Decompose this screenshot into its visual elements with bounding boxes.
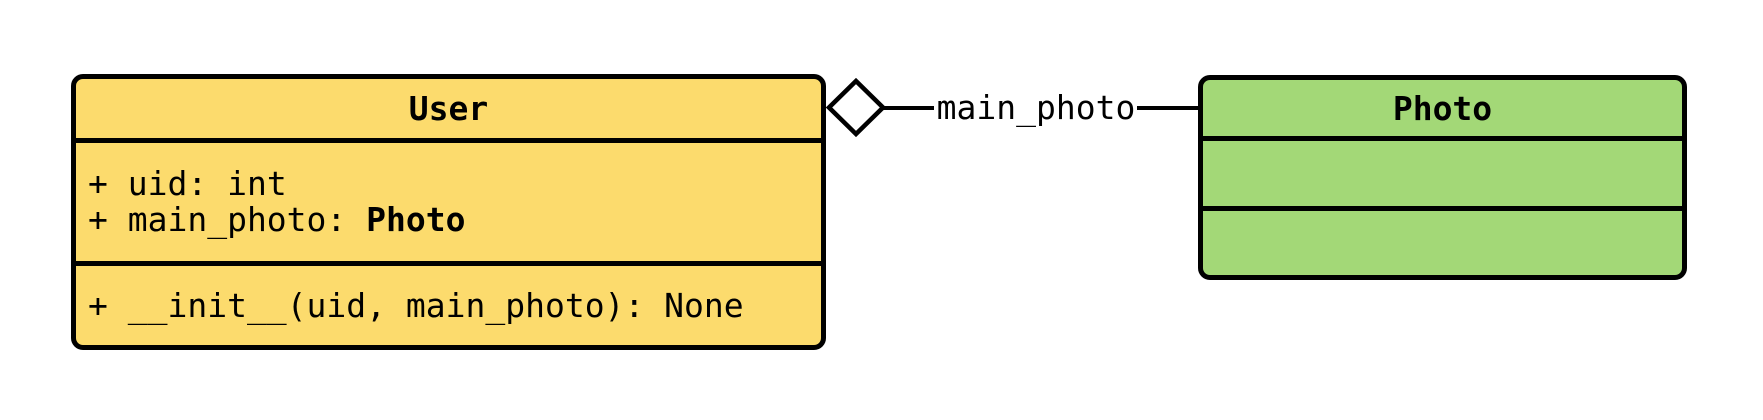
method-row: + __init__(uid, main_photo): None (88, 286, 744, 325)
class-title-photo: Photo (1203, 80, 1682, 141)
photo-methods-section-empty (1203, 211, 1682, 275)
relationship-line-segment (882, 106, 934, 110)
class-box-photo: Photo (1198, 75, 1687, 280)
relationship-line-segment (1137, 106, 1199, 110)
user-attributes-section: + uid: int + main_photo: Photo (76, 143, 821, 266)
class-title-user: User (76, 79, 821, 143)
attribute-row: + main_photo: Photo (88, 202, 821, 238)
aggregation-diamond-icon (826, 78, 886, 137)
class-box-user: User + uid: int + main_photo: Photo + __… (71, 74, 826, 350)
attribute-prefix: + main_photo: (88, 200, 367, 239)
photo-attributes-section-empty (1203, 141, 1682, 211)
attribute-prefix: + uid: (88, 164, 228, 203)
attribute-row: + uid: int (88, 166, 821, 202)
attribute-type: int (227, 164, 287, 203)
relationship-label: main_photo (936, 88, 1136, 127)
user-methods-section: + __init__(uid, main_photo): None (76, 266, 821, 345)
attribute-type-class-ref: Photo (366, 200, 466, 239)
